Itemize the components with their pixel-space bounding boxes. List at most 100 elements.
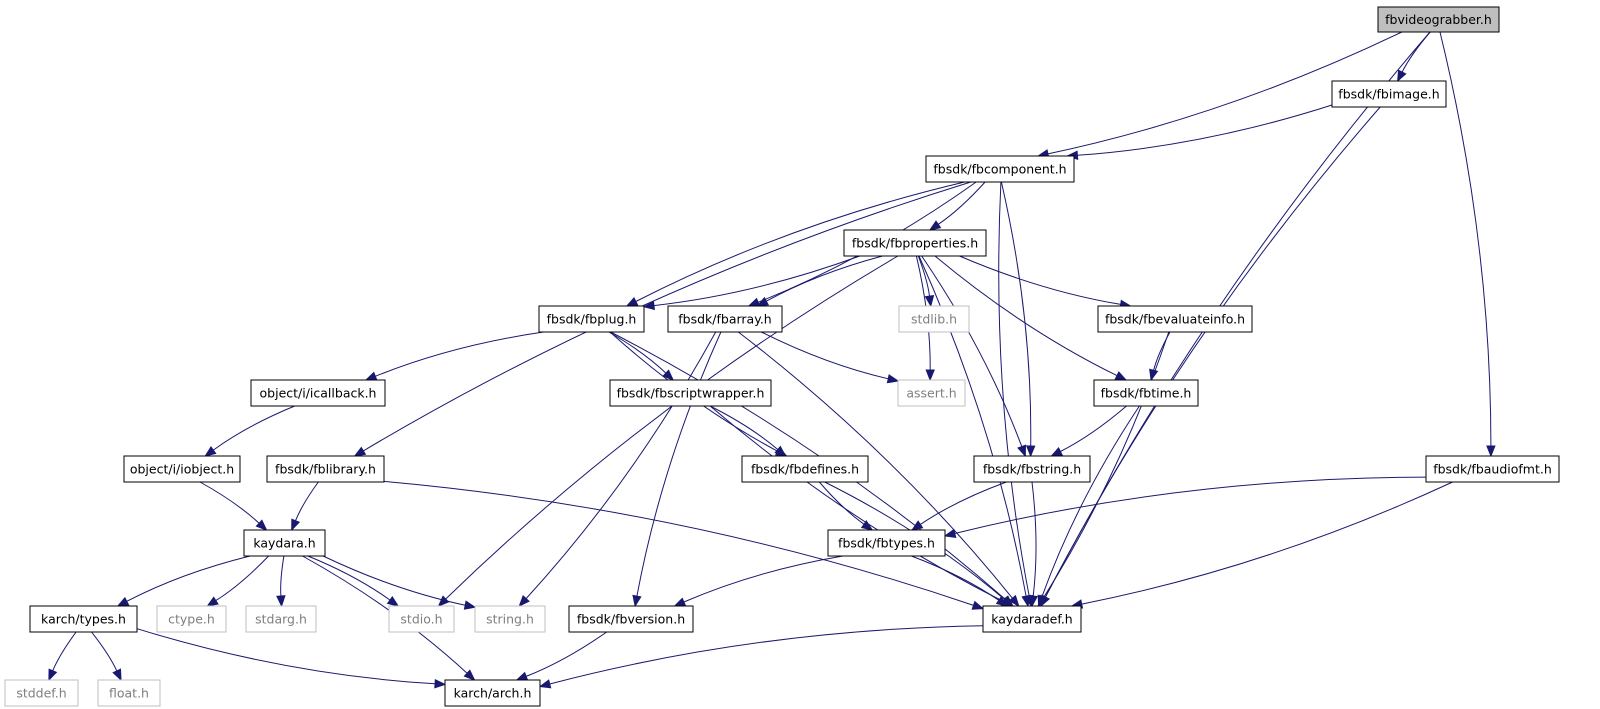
node-fbversion[interactable]: fbsdk/fbversion.h (568, 605, 694, 633)
edge-line (636, 331, 722, 597)
edge-line (918, 255, 1027, 597)
node-label: stdarg.h (255, 612, 307, 627)
edge-iobject-to-kaydara (199, 481, 268, 531)
node-fbstring[interactable]: fbsdk/fbstring.h (973, 455, 1091, 483)
node-label: ctype.h (168, 612, 215, 627)
edge-fbaudiofmt-to-kaydaradef (1070, 481, 1453, 609)
node-box (243, 529, 326, 557)
node-fbvideograbber[interactable]: fbvideograbber.h (1377, 6, 1500, 33)
arrowhead-icon (538, 679, 552, 689)
node-label: stdio.h (400, 612, 442, 627)
edge-fbcomponent-to-fbproperties (928, 181, 986, 231)
node-iobject[interactable]: object/i/iobject.h (123, 455, 241, 483)
arrowhead-icon (774, 445, 787, 457)
edge-line (215, 555, 269, 602)
edge-fbarray-to-fbversion (632, 331, 722, 608)
node-label: fbsdk/fbproperties.h (852, 236, 978, 251)
edge-line (52, 631, 77, 671)
edge-fbtime-to-fbstring (1050, 405, 1127, 457)
node-label: fbsdk/fbimage.h (1338, 87, 1439, 102)
node-box (474, 605, 546, 633)
node-icallback[interactable]: object/i/icallback.h (250, 379, 386, 407)
arrowhead-icon (673, 597, 687, 607)
node-box (973, 455, 1091, 483)
arrowhead-icon (434, 679, 447, 689)
node-fblibrary[interactable]: fbsdk/fblibrary.h (266, 455, 385, 483)
edge-icallback-to-iobject (204, 405, 295, 457)
node-box (538, 305, 645, 333)
edge-fbarray-to-string (518, 331, 717, 607)
node-fbcomponent[interactable]: fbsdk/fbcomponent.h (925, 155, 1075, 183)
arrowhead-icon (995, 596, 1009, 607)
arrowhead-icon (255, 519, 268, 531)
edge-line (737, 331, 1013, 599)
edge-kaydara-to-ctype (206, 555, 269, 607)
node-box (843, 229, 987, 257)
arrowhead-icon (112, 668, 122, 682)
node-label: fbsdk/fbstring.h (983, 462, 1081, 477)
edge-line (911, 555, 1000, 601)
node-karcharch[interactable]: karch/arch.h (444, 679, 541, 707)
edge-line (525, 331, 717, 599)
edge-line (1060, 405, 1127, 452)
node-fbevaluateinfo[interactable]: fbsdk/fbevaluateinfo.h (1097, 305, 1253, 333)
node-kaydaradef[interactable]: kaydaradef.h (982, 605, 1082, 633)
edge-line (213, 405, 295, 451)
edge-line (934, 255, 1118, 377)
edge-line (1031, 481, 1037, 597)
arrowhead-icon (1001, 595, 1014, 607)
arrowhead-icon (642, 300, 655, 311)
arrowhead-icon (1114, 371, 1128, 381)
node-karchtypes[interactable]: karch/types.h (29, 605, 138, 633)
node-fbarray[interactable]: fbsdk/fbarray.h (667, 305, 783, 333)
node-fbtypes[interactable]: fbsdk/fbtypes.h (827, 529, 946, 557)
edge-fbimage-to-kaydaradef (1040, 106, 1381, 608)
edge-fbproperties-to-kaydaradef (918, 255, 1031, 608)
edge-fbcomponent-to-fbstring (1000, 181, 1036, 458)
node-box (444, 679, 541, 707)
arrowhead-icon (1396, 69, 1407, 83)
edge-line (525, 631, 607, 677)
node-box (123, 455, 241, 483)
node-box (388, 605, 455, 633)
edge-fbstring-to-fbtypes (910, 481, 1007, 531)
node-ctype: ctype.h (156, 605, 227, 633)
node-box (245, 605, 317, 633)
node-box (4, 679, 79, 707)
edge-line (1041, 405, 1140, 597)
node-assert: assert.h (897, 379, 966, 407)
node-fbplug[interactable]: fbsdk/fbplug.h (538, 305, 645, 333)
edge-fbtypes-to-kaydaradef (911, 555, 1009, 607)
node-box (1093, 379, 1199, 407)
arrowhead-icon (1050, 447, 1063, 457)
node-stddef: stddef.h (4, 679, 79, 707)
node-box (1377, 6, 1500, 33)
edge-line (1081, 481, 1453, 605)
node-box (250, 379, 386, 407)
edge-fbarray-to-assert (761, 331, 900, 384)
edge-line (1401, 31, 1431, 73)
node-fbdefines[interactable]: fbsdk/fbdefines.h (741, 455, 869, 483)
edge-line (998, 181, 1030, 597)
node-fbaudiofmt[interactable]: fbsdk/fbaudiofmt.h (1425, 455, 1560, 483)
node-box (1425, 455, 1560, 483)
node-fbimage[interactable]: fbsdk/fbimage.h (1331, 80, 1447, 108)
node-fbscriptwrapper[interactable]: fbsdk/fbscriptwrapper.h (609, 379, 772, 407)
arrowhead-icon (276, 595, 286, 608)
arrowhead-icon (353, 446, 367, 457)
edge-line (937, 181, 986, 225)
node-box (897, 379, 966, 407)
edge-line (549, 625, 984, 685)
node-fbtime[interactable]: fbsdk/fbtime.h (1093, 379, 1199, 407)
node-fbproperties[interactable]: fbsdk/fbproperties.h (843, 229, 987, 257)
edge-line (766, 255, 883, 302)
edge-fbvideograbber-to-fbimage (1396, 31, 1431, 83)
node-kaydara[interactable]: kaydara.h (243, 529, 326, 557)
edge-line (1077, 104, 1333, 156)
edge-fbscriptwrapper-to-fbdefines (709, 405, 787, 457)
arrowhead-icon (1017, 444, 1027, 458)
arrowhead-icon (910, 520, 924, 531)
edge-line (653, 255, 860, 307)
edge-fbaudiofmt-to-fbtypes (943, 476, 1427, 538)
edge-line (1047, 31, 1403, 155)
